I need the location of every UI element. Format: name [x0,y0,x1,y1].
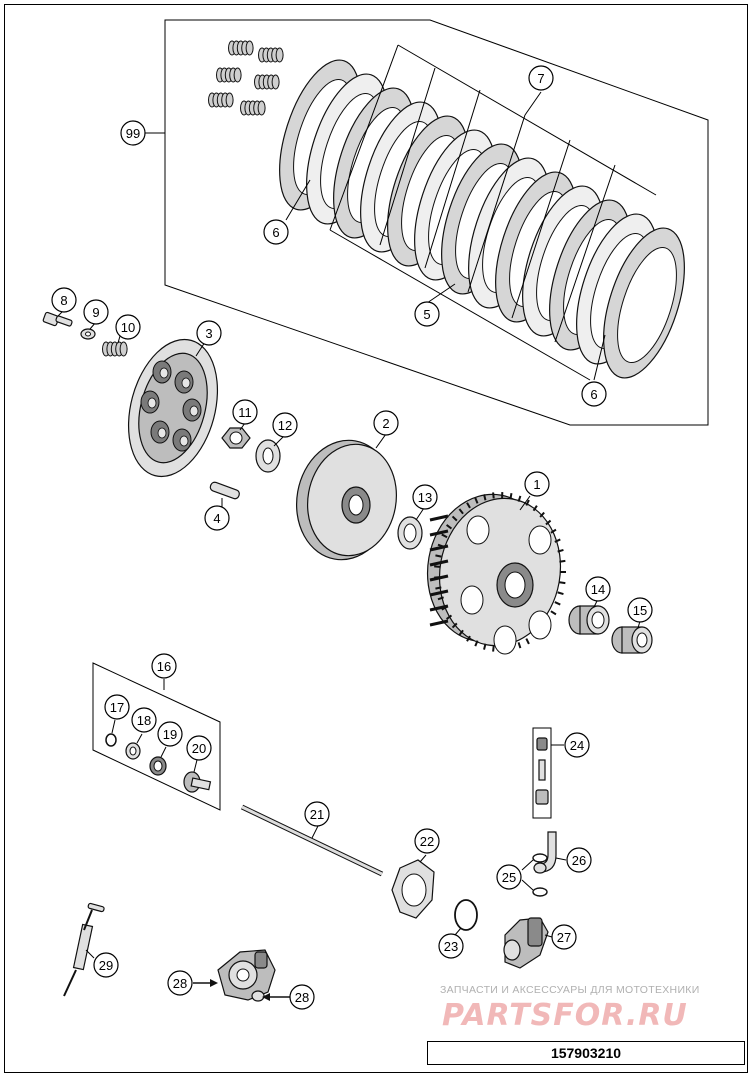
callout-label: 13 [418,490,432,505]
callout-label: 6 [272,225,279,240]
callout-label: 28 [295,990,309,1005]
washer-9 [80,321,97,340]
pressure-cap-3 [127,338,219,478]
callout-6: 6 [263,219,289,245]
callout-label: 24 [570,738,584,753]
push-rod-21 [240,804,384,877]
callout-label: 29 [99,958,113,973]
callout-2: 2 [373,410,399,436]
callout-label: 11 [238,405,252,420]
washers-25 [521,853,548,897]
gasket-22 [391,854,435,919]
document-number: 157903210 [427,1041,745,1065]
callout-label: 99 [126,126,140,141]
callout-label: 22 [420,834,434,849]
callout-28: 28 [167,970,193,996]
grease-syringe-29 [63,902,105,997]
watermark-tagline: ЗАПЧАСТИ И АКСЕССУАРЫ ДЛЯ МОТОТЕХНИКИ [440,984,700,996]
callout-14: 14 [585,576,611,602]
callout-label: 26 [572,853,586,868]
callout-label: 21 [310,807,324,822]
callout-3: 3 [196,320,222,346]
callout-99: 99 [120,120,146,146]
callout-label: 18 [137,713,151,728]
callout-label: 2 [382,416,389,431]
callout-8: 8 [51,287,77,313]
callout-label: 9 [92,305,99,320]
spring-10 [102,335,128,357]
callout-label: 12 [278,418,292,433]
callout-label: 25 [502,870,516,885]
callout-12: 12 [272,412,298,438]
callout-label: 16 [157,659,171,674]
callout-label: 10 [121,320,135,335]
slave-housing-28 [193,949,290,1002]
callout-label: 20 [192,741,206,756]
sleeve-15 [611,620,653,654]
callout-label: 3 [205,326,212,341]
callout-25: 25 [496,864,522,890]
callout-20: 20 [186,735,212,761]
bushing-14 [568,598,610,635]
callout-10: 10 [115,314,141,340]
drawing-frame [4,4,748,1073]
callout-1: 1 [524,471,550,497]
callout-label: 17 [110,700,124,715]
callout-24: 24 [564,732,590,758]
callout-9: 9 [83,299,109,325]
thrust-washer-13 [397,507,425,550]
nut-11 [221,422,251,449]
slave-cylinder-27 [503,917,553,969]
push-piece-20 [183,759,212,793]
kit-99-outline [164,19,709,426]
callout-label: 27 [557,930,571,945]
callout-label: 5 [423,307,430,322]
clutch-basket-1 [426,492,566,655]
callout-22: 22 [414,828,440,854]
callout-26: 26 [566,847,592,873]
washer-18 [125,733,143,760]
callout-18: 18 [131,707,157,733]
callout-28: 28 [289,984,315,1010]
callout-label: 15 [633,603,647,618]
callout-4: 4 [204,505,230,531]
callout-5: 5 [414,301,440,327]
callout-label: 8 [60,293,67,308]
banjo-26 [533,831,567,874]
pin-4 [209,481,240,508]
callout-11: 11 [232,399,258,425]
callout-label: 1 [533,477,540,492]
bolt-8 [42,309,73,327]
seal-ring-19 [149,746,167,776]
callout-21: 21 [304,801,330,827]
callout-label: 28 [173,976,187,991]
watermark-brand: PARTSFOR.RU [442,998,688,1033]
callout-15: 15 [627,597,653,623]
callout-29: 29 [93,952,119,978]
kit-16-outline [92,662,221,811]
plate-leaders [285,44,657,381]
callout-23: 23 [438,933,464,959]
clutch-springs-kit [208,40,284,116]
o-ring-23 [454,899,478,936]
callout-label: 19 [163,727,177,742]
callout-7: 7 [528,65,554,91]
callout-label: 23 [444,939,458,954]
lock-washer-12 [255,435,285,473]
clutch-plate-stack [279,59,685,379]
callout-label: 14 [591,582,605,597]
callout-27: 27 [551,924,577,950]
inner-hub-2 [295,433,398,561]
bleeder-24-group [532,727,564,819]
callout-17: 17 [104,694,130,720]
callout-16: 16 [151,653,177,679]
callout-label: 7 [537,71,544,86]
callout-19: 19 [157,721,183,747]
callout-label: 4 [213,511,220,526]
callout-6: 6 [581,381,607,407]
callout-label: 6 [590,387,597,402]
callout-13: 13 [412,484,438,510]
circlip-17 [105,719,117,747]
